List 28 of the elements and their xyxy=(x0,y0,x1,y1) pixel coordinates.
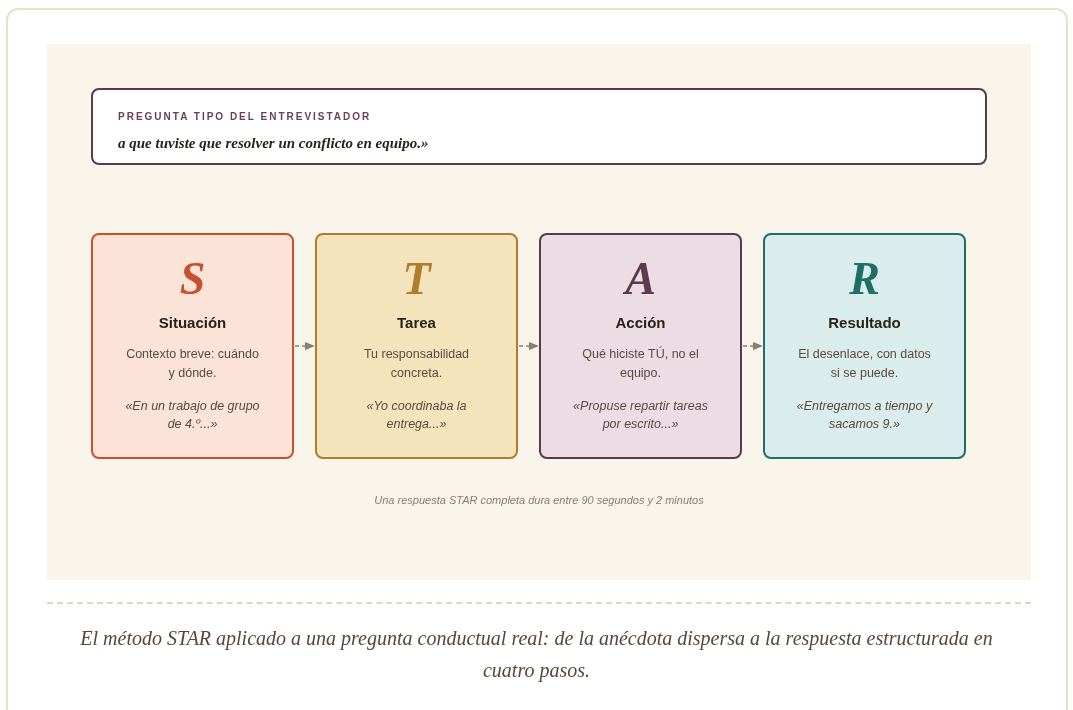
example-quote: «Entregamos a tiempo y sacamos 9.» xyxy=(795,398,934,433)
arrow xyxy=(518,342,539,350)
step-letter: R xyxy=(849,253,880,305)
example-quote: «En un trabajo de grupo de 4.º...» xyxy=(124,398,261,433)
step-card xyxy=(539,233,742,459)
example-quote: «Propuse repartir tareas por escrito...» xyxy=(572,398,709,433)
arrow xyxy=(742,342,763,350)
step-title: Situación xyxy=(158,313,227,333)
step-card xyxy=(91,233,294,459)
step-letter: A xyxy=(625,253,656,305)
step-description: Contexto breve: cuándo y dónde. xyxy=(125,346,260,382)
footnote: Una respuesta STAR completa dura entre 90 segundos y 2 minutos xyxy=(373,493,705,508)
caption: El método STAR aplicado a una pregunta conductual real: de la anécdota dispersa a la respuesta estructurada en cuatro pasos. xyxy=(79,626,994,684)
question-heading: PREGUNTA TIPO DEL ENTREVISTADOR xyxy=(118,110,373,124)
arrow xyxy=(294,342,315,350)
step-title: Tarea xyxy=(397,313,436,333)
step-description: Tu responsabilidad concreta. xyxy=(362,346,471,382)
step-card xyxy=(315,233,518,459)
step-title: Resultado xyxy=(828,313,901,333)
step-card xyxy=(763,233,966,459)
step-letter: S xyxy=(179,253,206,305)
step-description: El desenlace, con datos si se puede. xyxy=(797,346,932,382)
step-letter: T xyxy=(402,253,431,305)
question-text: a que tuviste que resolver un conflicto en equipo.» xyxy=(118,134,430,152)
question-box xyxy=(91,88,987,165)
step-description: Qué hiciste TÚ, no el equipo. xyxy=(581,345,700,382)
example-quote: «Yo coordinaba la entrega...» xyxy=(365,398,468,433)
step-title: Acción xyxy=(615,313,666,333)
